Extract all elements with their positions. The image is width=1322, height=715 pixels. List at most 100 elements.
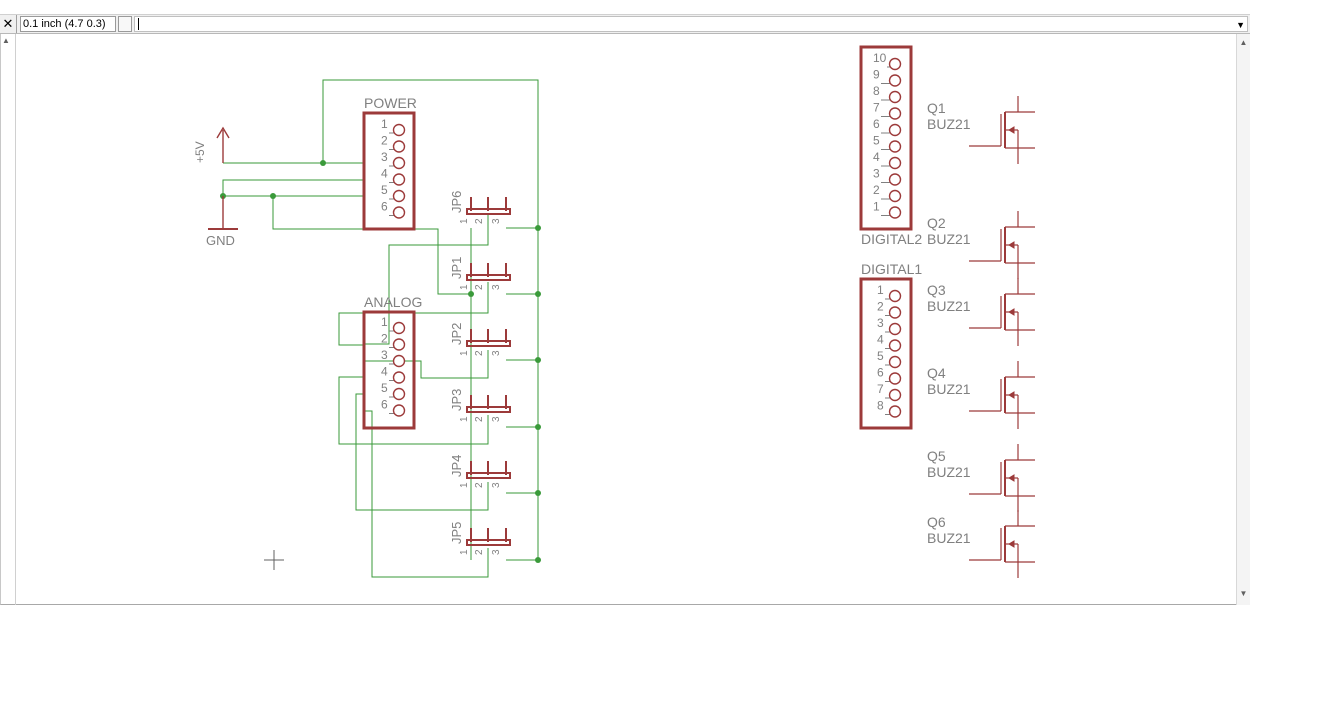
jumper-pin-label: 2 [474,482,485,488]
transistor-value: BUZ21 [927,298,971,314]
pin-circle [888,74,902,87]
transistor-ref: Q2 [927,215,946,231]
transistor-ref: Q6 [927,514,946,530]
chevron-up-icon[interactable]: ▲ [2,36,10,45]
transistor-ref: Q5 [927,448,946,464]
jumper-body [466,208,511,215]
supply-5v-arrow [216,126,230,139]
transistor-value: BUZ21 [927,116,971,132]
wire-analog-4 [338,376,489,445]
pin-circle [888,173,902,186]
mosfet-arrow [1008,391,1015,399]
digital2-header-pin-label: 5 [873,134,880,148]
jumper-body [466,472,511,479]
command-toolbar: ✕ 0.1 inch (4.7 0.3) ▼ [0,14,1250,34]
jumper-name: JP5 [449,522,464,544]
digital2-header-pin-label: 6 [873,117,880,131]
jumper-pin-label: 3 [491,416,502,422]
jumper-pin-label: 1 [459,416,470,422]
pin-circle [888,140,902,153]
wire-analog-6 [363,410,489,578]
jumper-name: JP3 [449,389,464,411]
grid-toggle-button[interactable] [118,16,132,32]
jumper-body [466,406,511,413]
jumper-body [466,539,511,546]
pin-circle [392,189,406,203]
gnd-label: GND [206,233,235,248]
scroll-down-icon[interactable]: ▼ [1239,589,1248,598]
digital2-header-pin-label: 7 [873,101,880,115]
analog-header-pin-label: 5 [381,381,388,395]
jumper-pin-label: 3 [491,549,502,555]
jumper-body [466,274,511,281]
pin-circle [392,354,406,368]
wire-gnd-jp [272,196,471,295]
power-header-pin-label: 6 [381,200,388,214]
digital1-header-pin-label: 8 [877,399,884,413]
digital1-header-pin-label: 1 [877,283,884,297]
digital2-header-pin-label: 10 [873,51,887,65]
pin-circle [392,404,406,417]
mosfet-arrow [1008,540,1015,548]
left-ruler: ▲ [0,34,16,605]
power-header-pin-label: 3 [381,150,388,164]
pin-circle [392,206,406,219]
junction-dot [535,424,541,430]
pin-circle [888,372,902,385]
window-top-strip [0,0,1322,14]
analog-header-pin-label: 4 [381,365,388,379]
pin-circle [888,339,902,352]
jumper-pin-label: 2 [474,218,485,224]
digital1-header-outline [859,277,913,430]
jumper-pin-label: 3 [491,350,502,356]
digital2-header-name: DIGITAL2 [861,231,922,247]
digital2-header-pin-label: 1 [873,200,880,214]
jumper-pin-label: 1 [459,218,470,224]
jumper-name: JP4 [449,455,464,477]
pin-circle [392,123,406,137]
junction-dot [535,557,541,563]
jumper-pin-label: 2 [474,416,485,422]
digital1-header-pin-label: 7 [877,382,884,396]
pin-circle [888,289,902,303]
transistor-value: BUZ21 [927,530,971,546]
grid-size-display[interactable]: 0.1 inch (4.7 0.3) [20,16,116,32]
command-line-input[interactable]: ▼ [134,16,1248,32]
transistor-ref: Q3 [927,282,946,298]
pin-circle [392,338,406,351]
power-header-name: POWER [364,95,417,111]
jumper-pin-label: 2 [474,549,485,555]
transistor-value: BUZ21 [927,381,971,397]
pin-circle [888,57,902,71]
digital1-header-pin-label: 5 [877,349,884,363]
vertical-scrollbar[interactable]: ▲ ▼ [1236,34,1250,605]
jumper-pin-label: 2 [474,284,485,290]
jumper-name: JP6 [449,191,464,213]
pin-circle [392,140,406,153]
digital1-header-pin-label: 3 [877,316,884,330]
text-caret [138,18,139,30]
schematic-drawing[interactable]: +5VGND123456POWER123456ANALOG10987654321… [1,34,1237,605]
pin-circle [392,156,406,170]
digital1-header-pin-label: 6 [877,366,884,380]
digital1-header-pin-label: 4 [877,333,884,347]
digital2-header-pin-label: 2 [873,183,880,197]
junction-dot [320,160,326,166]
close-icon[interactable]: ✕ [0,15,17,33]
wire-analog-5 [355,393,489,511]
digital2-header-outline [859,45,913,231]
digital2-header-pin-label: 3 [873,167,880,181]
scroll-up-icon[interactable]: ▲ [1239,38,1248,47]
jumper-pin-label: 1 [459,284,470,290]
chevron-down-icon[interactable]: ▼ [1236,20,1245,30]
junction-dot [270,193,276,199]
transistor-ref: Q1 [927,100,946,116]
junction-dot [468,291,474,297]
jumper-pin-label: 2 [474,350,485,356]
analog-header-name: ANALOG [364,294,422,310]
pin-circle [392,371,406,384]
digital2-header-pin-label: 9 [873,68,880,82]
pin-circle [392,321,406,335]
jumper-pin-label: 3 [491,284,502,290]
